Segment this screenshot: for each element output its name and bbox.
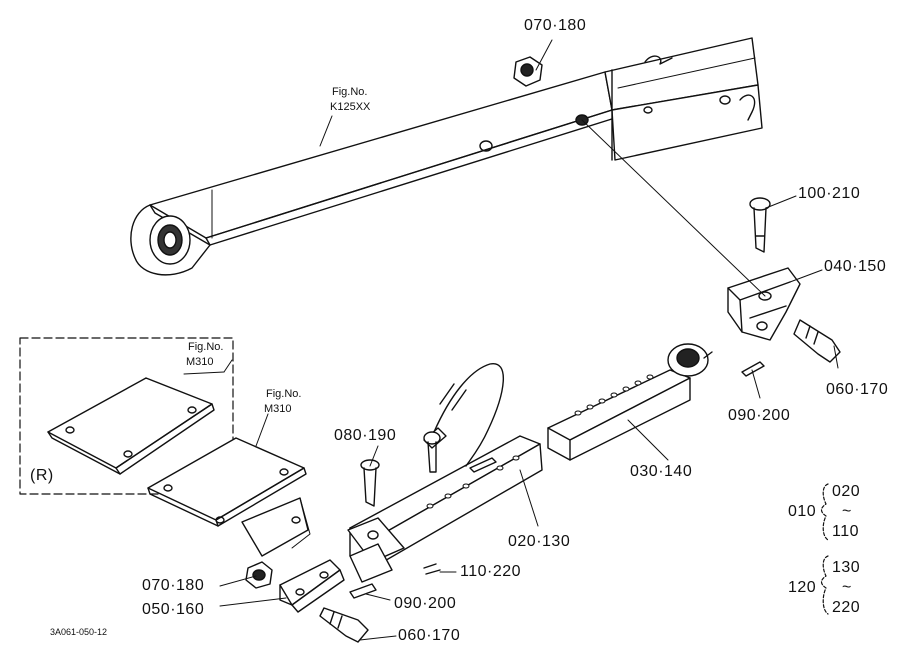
side-marker-r: (R): [30, 467, 54, 484]
callout-020-130: 020·130: [508, 533, 571, 550]
lift-arm: [130, 37, 763, 276]
callout-080-190: 080·190: [334, 427, 397, 444]
leader-lines: [183, 39, 839, 641]
bolt-060-right: [793, 319, 841, 363]
fig-box-label-line2: M310: [186, 356, 214, 368]
callout-090-200-right: 090·200: [728, 407, 791, 424]
callout-050-160: 050·160: [142, 601, 205, 618]
callout-070-180-top: 070·180: [524, 17, 587, 34]
callout-060-170-right: 060·170: [826, 381, 889, 398]
callout-040-150: 040·150: [824, 258, 887, 275]
callout-090-200-bottom: 090·200: [394, 595, 457, 612]
chain-pin: [423, 363, 504, 473]
legend-group1-to: 110: [832, 523, 860, 540]
legend-group2-from: 130: [832, 559, 861, 576]
legend-group2-main: 120: [788, 579, 817, 596]
legend-group2-to: 220: [832, 599, 861, 616]
drawing-code: 3A061-050-12: [50, 627, 108, 637]
fig-plate-label-line2: M310: [264, 403, 292, 415]
yoke-050: [279, 559, 345, 613]
fig-box-label-line1: Fig.No.: [188, 341, 224, 353]
bolt-060-bottom: [319, 607, 369, 643]
legend-braces: [820, 483, 829, 615]
stabilizer-030: [547, 343, 713, 461]
nut-top: [513, 56, 543, 87]
fig-plate-label-line1: Fig.No.: [266, 388, 302, 400]
legend-group1-tilde: ~: [842, 503, 852, 520]
callout-070-180-bottom: 070·180: [142, 577, 205, 594]
callout-030-140: 030·140: [630, 463, 693, 480]
legend-group1-main: 010: [788, 503, 817, 520]
plate-set-loose: [147, 437, 311, 557]
callout-100-210: 100·210: [798, 185, 861, 202]
fig-label-top-line1: Fig.No.: [332, 86, 368, 98]
clip-090-right: [741, 361, 765, 377]
callout-060-170-bottom: 060·170: [398, 627, 461, 644]
callout-110-220: 110·220: [460, 563, 522, 580]
clip-110: [423, 563, 441, 575]
fig-label-top-line2: K125XX: [330, 101, 371, 113]
bracket-040: [727, 267, 801, 341]
legend-group1-from: 020: [832, 483, 861, 500]
legend-group2-tilde: ~: [842, 579, 852, 596]
plate-set-box: [19, 337, 234, 495]
nut-bottom: [245, 561, 273, 589]
pin-080: [360, 459, 380, 507]
stabilizer-020: [347, 435, 543, 583]
clip-090-bottom: [349, 583, 377, 599]
pin-100: [749, 197, 771, 253]
